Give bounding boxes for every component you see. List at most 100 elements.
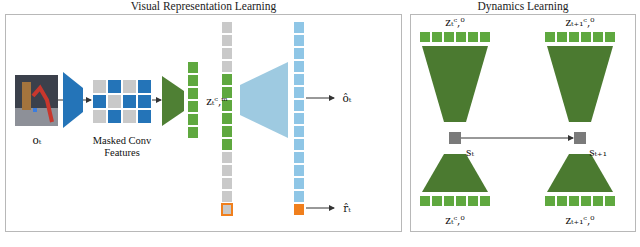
latent-cell — [188, 62, 198, 73]
latent-cell — [545, 32, 555, 42]
token-cell — [222, 74, 232, 85]
output-cell — [294, 126, 304, 137]
variable-label: zₜᶜ,⁰ — [445, 214, 464, 226]
output-cell — [294, 152, 304, 163]
output-cell — [294, 87, 304, 98]
masked-encoder — [162, 76, 184, 126]
decoder — [240, 62, 288, 138]
feature-cell — [108, 110, 121, 123]
latent-decoder — [422, 46, 488, 122]
latent-cell — [188, 88, 198, 99]
latent-cell — [456, 32, 466, 42]
latent-encoder — [547, 154, 613, 192]
latent-cell — [581, 32, 591, 42]
panel-frame — [5, 14, 402, 232]
feature-cell — [123, 110, 136, 123]
output-cell — [294, 100, 304, 111]
output-cell — [294, 22, 304, 33]
token-cell — [222, 113, 232, 124]
latent-cell — [432, 32, 442, 42]
output-cell — [294, 191, 304, 202]
target-object — [33, 108, 37, 112]
state-square — [574, 132, 586, 144]
variable-label: zₜᶜ,⁰ — [445, 16, 464, 28]
arrow-line — [306, 98, 334, 99]
panel-title: Dynamics Learning — [410, 0, 636, 13]
robot-arm — [33, 88, 52, 122]
feature-cell — [108, 80, 121, 93]
arrow-line — [83, 100, 91, 101]
latent-decoder — [547, 46, 613, 122]
latent-cell — [480, 32, 490, 42]
latent-cell — [456, 196, 466, 206]
panel: Dynamics Learning — [410, 0, 636, 232]
latent-cell — [557, 196, 567, 206]
latent-cell — [468, 196, 478, 206]
arrow-line — [306, 208, 334, 209]
variable-label: sₜ₊₁ — [589, 146, 607, 158]
panel-frame — [410, 14, 636, 232]
token-cell — [222, 152, 232, 163]
latent-cell — [593, 196, 603, 206]
latent-cell — [444, 32, 454, 42]
panel: Visual Representation Learning — [5, 0, 402, 232]
latent-cell — [480, 196, 490, 206]
output-cell — [294, 48, 304, 59]
latent-cell — [569, 32, 579, 42]
feature-cell — [93, 80, 106, 93]
latent-cell — [593, 32, 603, 42]
token-cell — [222, 126, 232, 137]
transition-arrow — [461, 138, 573, 139]
latent-cell — [432, 196, 442, 206]
latent-encoder — [422, 154, 488, 192]
latent-cell — [569, 196, 579, 206]
output-cell — [294, 74, 304, 85]
token-cell — [222, 139, 232, 150]
latent-cell — [468, 32, 478, 42]
variable-label: zₜ₊₁ᶜ,⁰ — [565, 214, 594, 226]
latent-cell — [605, 32, 615, 42]
output-cell — [294, 178, 304, 189]
latent-cell — [188, 127, 198, 138]
latent-cell — [545, 196, 555, 206]
variable-label: oₜ — [33, 134, 42, 146]
output-cell — [294, 165, 304, 176]
reward-output — [294, 204, 304, 215]
latent-cell — [188, 114, 198, 125]
latent-cell — [605, 196, 615, 206]
output-cell — [294, 139, 304, 150]
conv-encoder — [63, 72, 83, 128]
token-cell — [222, 35, 232, 46]
panel-title: Visual Representation Learning — [5, 0, 402, 13]
feature-cell — [123, 95, 136, 108]
feature-cell — [108, 95, 121, 108]
variable-label: zₜ₊₁ᶜ,⁰ — [565, 16, 594, 28]
feature-cell — [138, 80, 151, 93]
latent-cell — [420, 196, 430, 206]
token-cell — [222, 22, 232, 33]
output-cell — [294, 113, 304, 124]
latent-cell — [444, 196, 454, 206]
token-cell — [222, 61, 232, 72]
feature-cell — [138, 95, 151, 108]
feature-label: Masked Conv Features — [87, 135, 157, 159]
output-cell — [294, 61, 304, 72]
output-cell — [294, 35, 304, 46]
variable-label: zₜᶜ,ᵐ — [206, 95, 228, 107]
feature-cell — [93, 110, 106, 123]
state-square — [449, 132, 461, 144]
arrow-line — [58, 100, 63, 101]
token-cell — [222, 178, 232, 189]
feature-cell — [138, 110, 151, 123]
latent-cell — [420, 32, 430, 42]
latent-cell — [581, 196, 591, 206]
arrow-line — [152, 100, 161, 101]
wooden-block — [22, 82, 31, 110]
latent-cell — [188, 75, 198, 86]
feature-cell — [123, 80, 136, 93]
token-cell — [222, 191, 232, 202]
robot-scene — [15, 75, 58, 126]
token-cell — [222, 165, 232, 176]
variable-label: r̂ₜ — [343, 202, 351, 214]
